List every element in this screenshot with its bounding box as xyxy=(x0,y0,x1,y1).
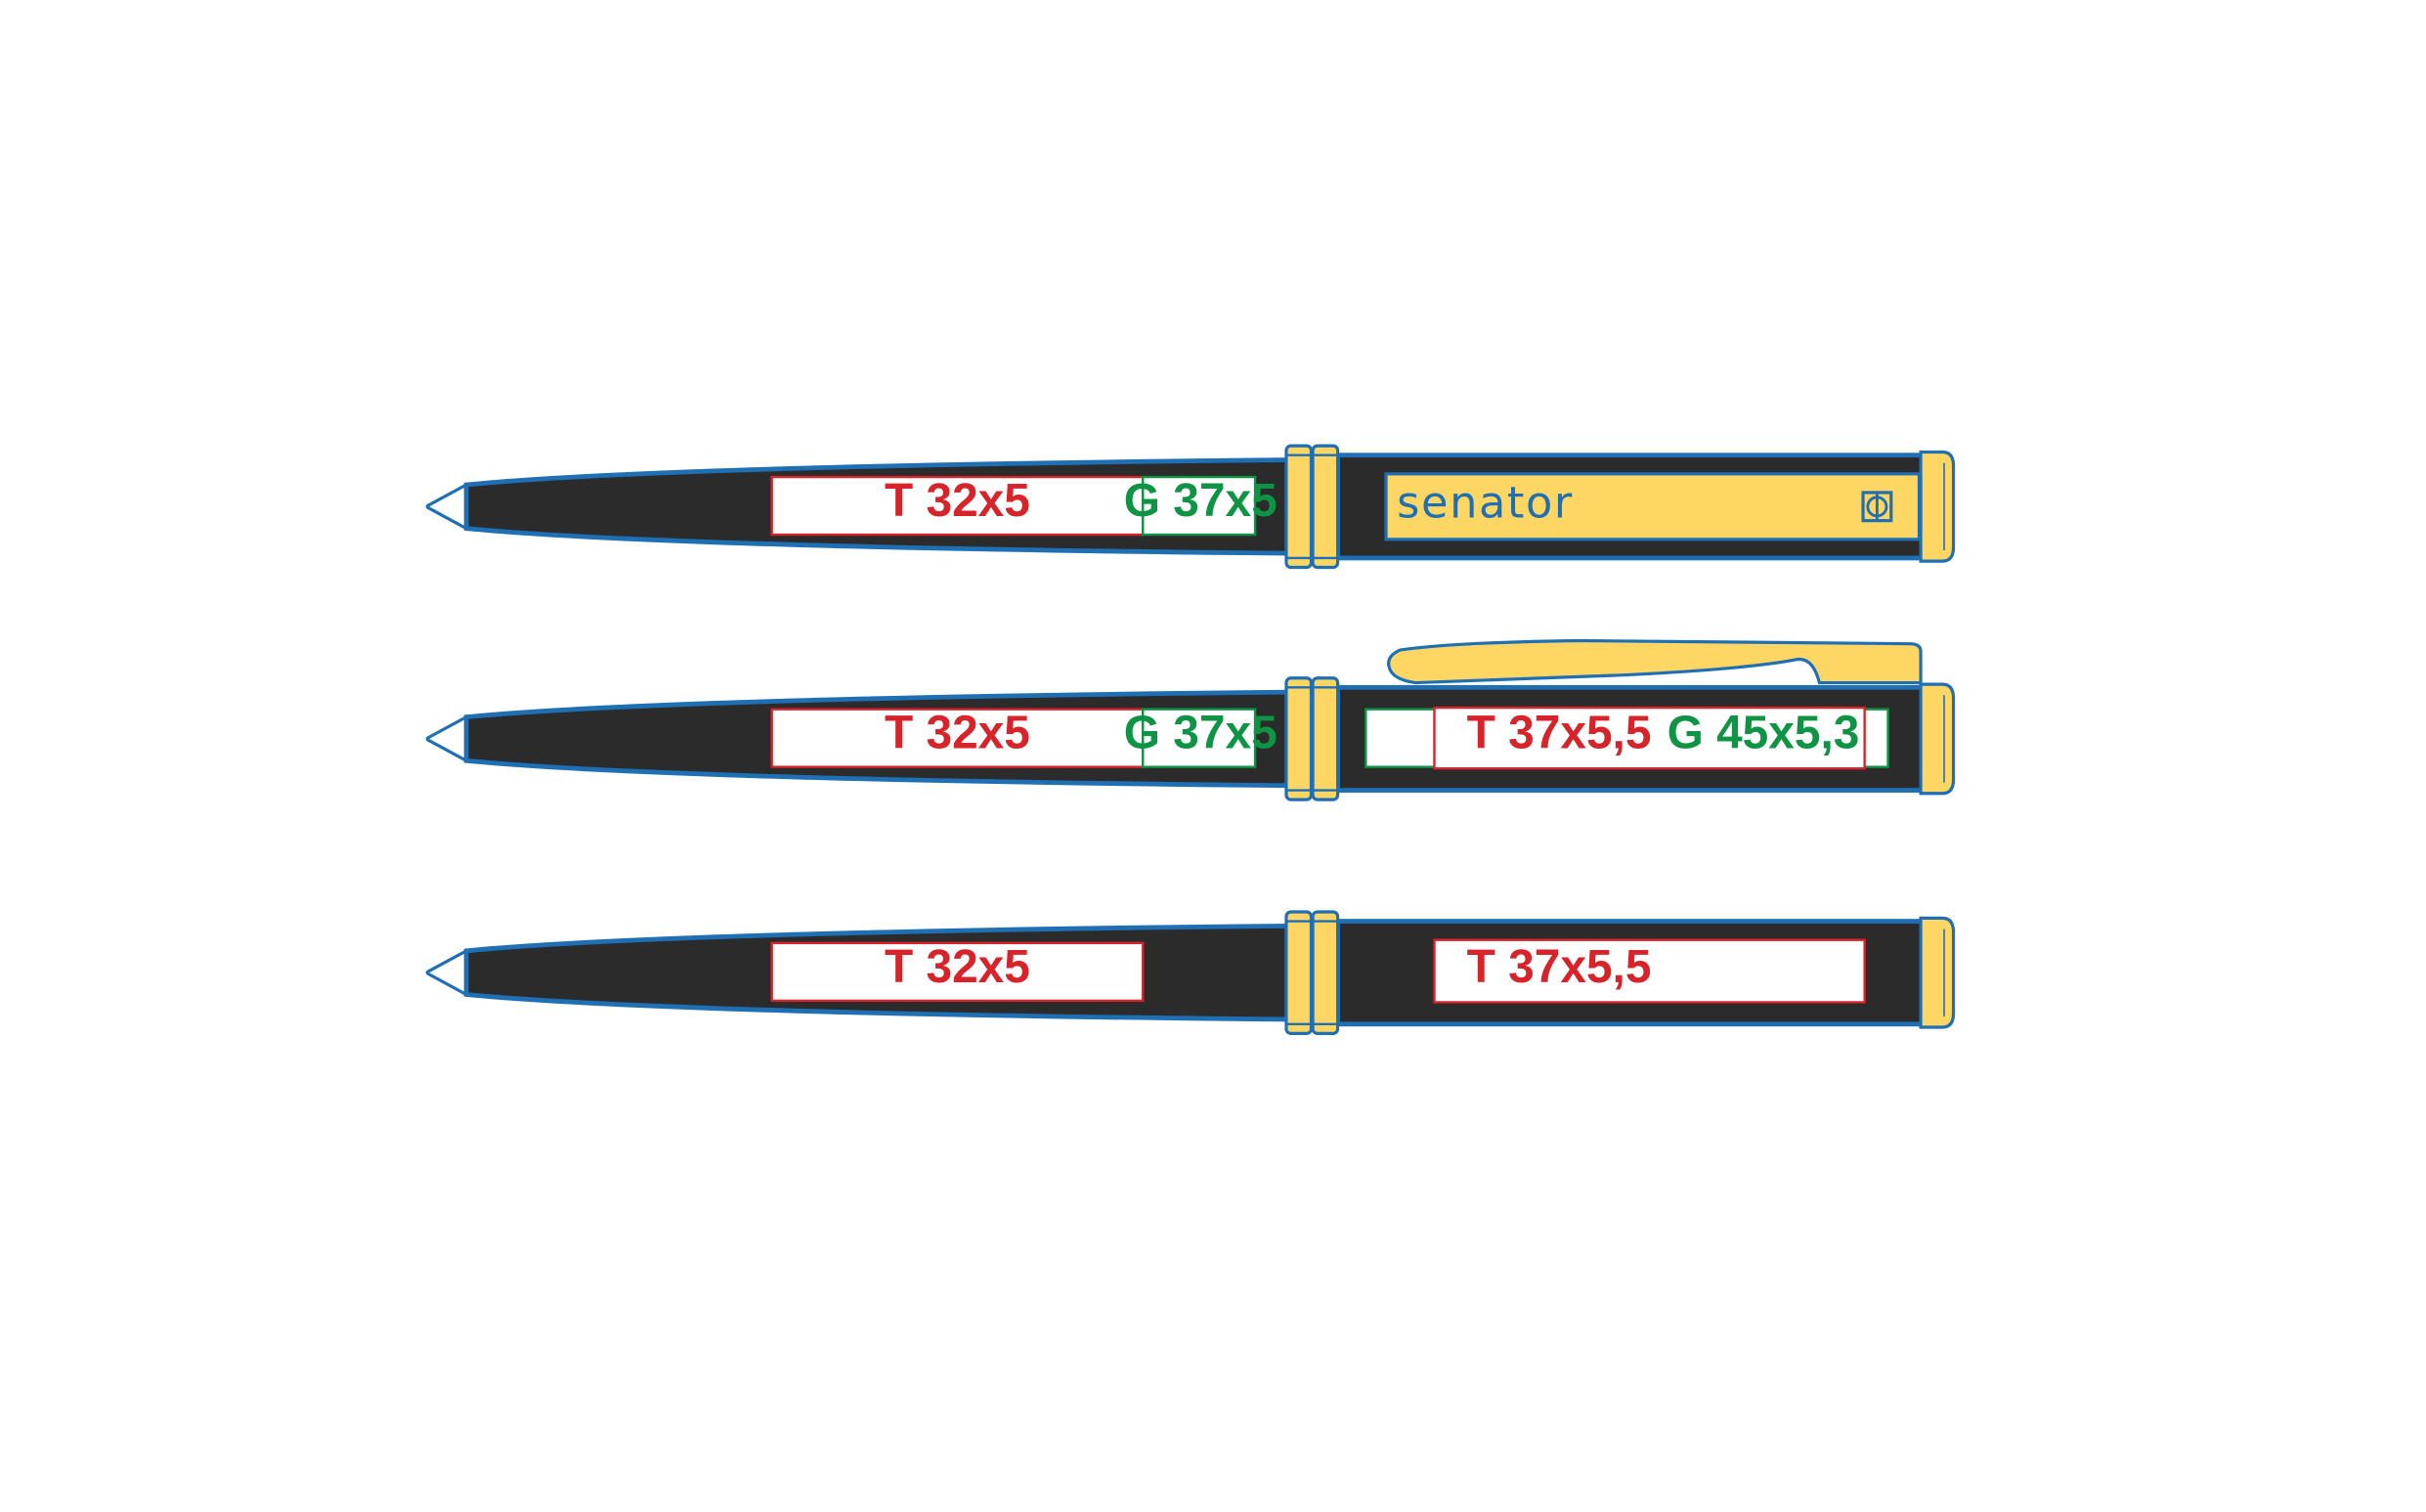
pen-1-lower-g-label: G 37x5 xyxy=(1124,475,1278,527)
pen-2-clip xyxy=(1387,638,1923,685)
pen-1: T 32x5 G 37x5 senator xyxy=(427,446,1953,567)
pen-2-lower-t-label: T 32x5 xyxy=(885,708,1030,759)
pen-2-upper-g-label: G 45x5,3 xyxy=(1668,708,1860,759)
pen-1-lower-g-area xyxy=(1142,475,1257,537)
pen-3: T 32x5 T 37x5,5 xyxy=(427,912,1953,1033)
pen-2: T 32x5 G 37x5 T 37x5,5 G 45x5,3 xyxy=(427,638,1953,799)
pen-3-upper-t-area xyxy=(1433,938,1866,1004)
pen-2-lower-g-label: G 37x5 xyxy=(1124,708,1278,759)
pen-1-lower-t-label: T 32x5 xyxy=(885,475,1030,527)
pen-2-upper-t-area xyxy=(1433,706,1866,770)
brand-wordmark: senator xyxy=(1397,477,1574,528)
pen-1-brand-plate xyxy=(1384,472,1922,541)
pen-3-lower-t-label: T 32x5 xyxy=(885,941,1030,993)
pen-2-lower-g-area xyxy=(1142,708,1257,768)
pen-3-lower-t-area xyxy=(770,941,1145,1003)
pen-1-lower-t-area xyxy=(770,475,1145,537)
pen-3-upper-t-label: T 37x5,5 xyxy=(1467,941,1652,993)
pen-2-upper-t-label: T 37x5,5 xyxy=(1467,708,1652,759)
senator-logo-icon xyxy=(1861,491,1893,523)
